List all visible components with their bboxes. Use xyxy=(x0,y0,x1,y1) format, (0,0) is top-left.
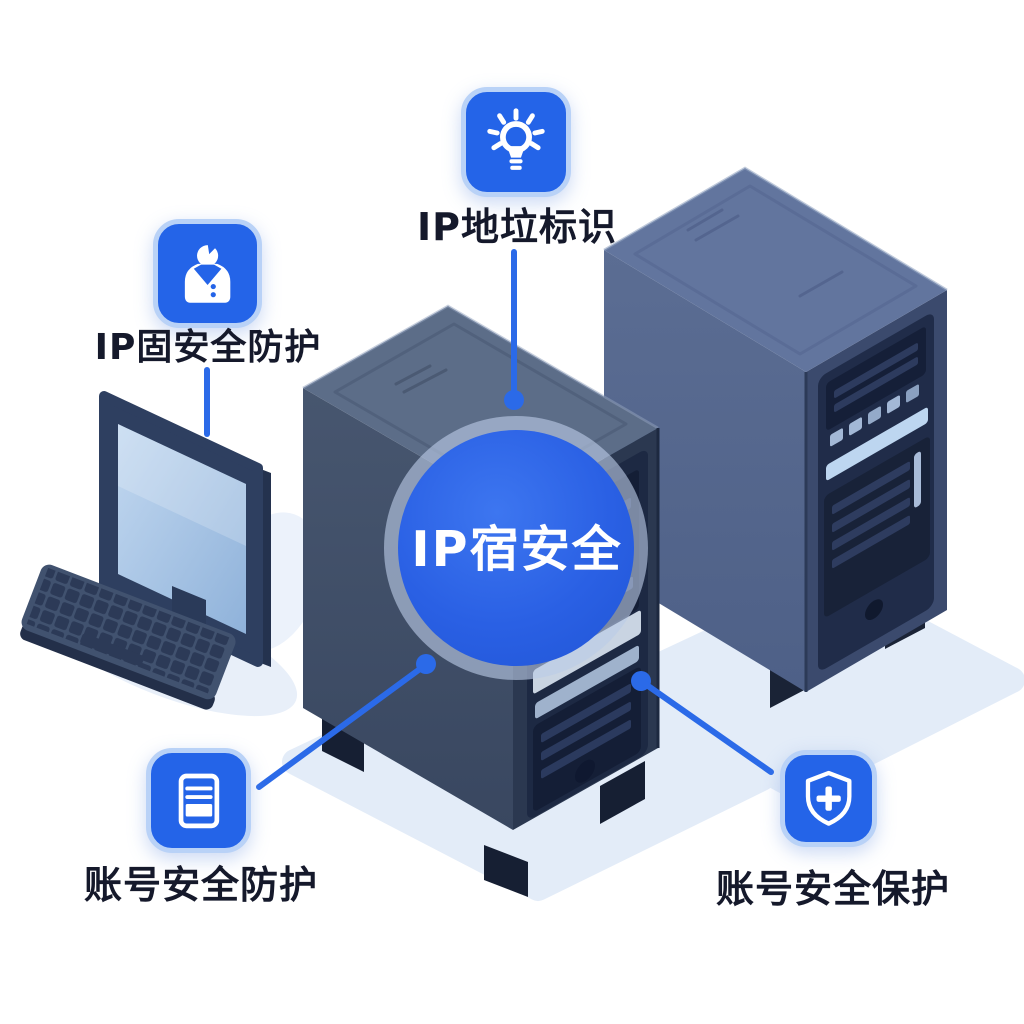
lightbulb-badge xyxy=(461,87,571,197)
shield-plus-icon xyxy=(805,770,852,826)
connector-lines xyxy=(204,249,774,790)
server-back-front-panel xyxy=(818,314,934,670)
lightbulb-icon xyxy=(487,108,545,170)
center-circle-label: IP宿安全 xyxy=(411,521,622,578)
keyboard xyxy=(20,564,236,710)
center-circle: IP宿安全 xyxy=(384,416,648,680)
label-account-security-safeguard: 账号安全保护 xyxy=(715,867,951,911)
embossed-marks xyxy=(686,208,844,298)
user-icon xyxy=(184,243,231,303)
shield-badge xyxy=(780,750,877,847)
document-icon xyxy=(178,773,219,828)
desktop-computer xyxy=(20,391,271,710)
label-ip-address-identification: IP地垃标识 xyxy=(417,205,617,249)
label-account-security-protection: 账号安全防护 xyxy=(83,863,319,907)
label-ip-security-protection: IP固安全防护 xyxy=(94,327,322,368)
embossed-marks xyxy=(394,364,448,394)
user-badge xyxy=(153,219,262,328)
document-badge xyxy=(146,748,251,853)
